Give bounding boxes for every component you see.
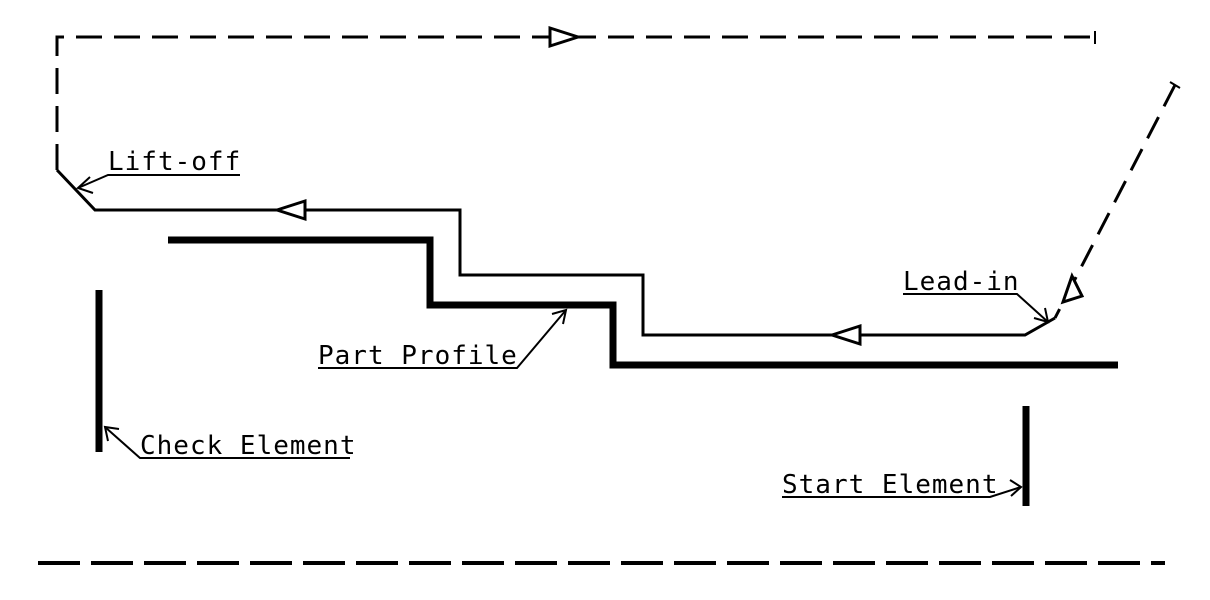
lead-in-leader	[903, 293, 1049, 323]
tool-direction-arrow-lower	[827, 323, 862, 347]
rapid-direction-arrow-top	[548, 25, 583, 49]
lift-off-label: Lift-off	[108, 147, 241, 177]
lead-in-leader-arrow-icon	[1033, 307, 1050, 324]
lift-off-leader	[77, 174, 240, 189]
part-profile-leader-arrow-icon	[551, 308, 568, 325]
rapid-direction-arrow-approach	[1060, 272, 1085, 305]
start-element-leader	[782, 486, 1022, 498]
part-profile-leader	[318, 309, 567, 369]
rapid-traverse-top-path	[55, 35, 1095, 170]
tool-path	[55, 168, 1056, 337]
rapid-approach-start-tick	[1169, 81, 1181, 89]
part-profile-line	[168, 236, 1118, 369]
check-element-leader	[104, 426, 350, 459]
check-element-label: Check Element	[140, 431, 357, 461]
start-element-label: Start Element	[782, 470, 999, 500]
lead-in-label: Lead-in	[903, 267, 1020, 297]
part-profile-label: Part Profile	[318, 341, 518, 371]
tool-direction-arrow-upper	[272, 198, 307, 222]
check-element-leader-arrow-icon	[103, 425, 120, 442]
lift-off-leader-arrow-icon	[76, 176, 94, 194]
start-element-leader-arrow-icon	[1009, 479, 1023, 497]
